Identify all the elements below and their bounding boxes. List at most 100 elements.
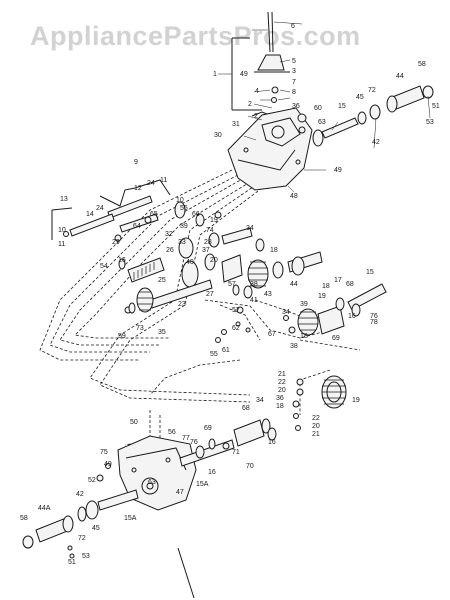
callout-label: 57 bbox=[232, 307, 240, 314]
callout-label: 21 bbox=[312, 431, 320, 438]
callout-label: 63 bbox=[148, 479, 156, 486]
callout-label: 28 bbox=[204, 239, 212, 246]
callout-label: 15A bbox=[196, 481, 209, 488]
callout-label: 29 bbox=[112, 239, 120, 246]
callout-label: 18 bbox=[270, 247, 278, 254]
callout-label: 22 bbox=[278, 379, 286, 386]
callout-label: 66 bbox=[192, 211, 200, 218]
upper-right-shaft-group bbox=[297, 85, 434, 147]
callout-label: 60 bbox=[314, 105, 322, 112]
callout-label: 45 bbox=[92, 525, 100, 532]
callout-label: 26 bbox=[166, 247, 174, 254]
callout-label: 32 bbox=[165, 231, 173, 238]
callout-label: 52 bbox=[88, 477, 96, 484]
callout-label: 7 bbox=[292, 79, 296, 86]
callout-label: 53 bbox=[426, 119, 434, 126]
callout-label: 14 bbox=[86, 211, 94, 218]
callout-label: 24 bbox=[147, 180, 155, 187]
callout-label: 53 bbox=[82, 553, 90, 560]
callout-label: 67 bbox=[268, 331, 276, 338]
callout-label: 68 bbox=[346, 281, 354, 288]
callout-label: 34 bbox=[282, 309, 290, 316]
callout-label: 33 bbox=[178, 239, 186, 246]
shift-lever-assembly bbox=[231, 11, 290, 117]
callout-label: 13 bbox=[60, 196, 68, 203]
callout-label: 56 bbox=[168, 429, 176, 436]
callout-label: 8 bbox=[292, 89, 296, 96]
callout-label: 21 bbox=[278, 371, 286, 378]
callout-label: 16 bbox=[118, 257, 126, 264]
callout-label: 27 bbox=[206, 291, 214, 298]
callout-label: 47 bbox=[176, 489, 184, 496]
callout-label: 10 bbox=[176, 197, 184, 204]
callout-label: 2 bbox=[254, 113, 258, 120]
callout-label: 4 bbox=[255, 88, 259, 95]
callout-labels: 1 2 3 4 5 6 7 8 49 58 44 72 45 51 53 42 … bbox=[20, 23, 440, 566]
callout-label: 49 bbox=[240, 71, 248, 78]
lower-mid-shaft bbox=[179, 418, 277, 467]
callout-label: 35 bbox=[158, 329, 166, 336]
callout-label: 40 bbox=[186, 259, 194, 266]
callout-label: 78 bbox=[370, 319, 378, 326]
callout-label: 58 bbox=[20, 515, 28, 522]
callout-label: 64 bbox=[133, 223, 141, 230]
callout-label: 73 bbox=[136, 325, 144, 332]
callout-label: 11 bbox=[160, 177, 167, 184]
callout-label: 74 bbox=[206, 227, 214, 234]
callout-label: 69 bbox=[204, 425, 212, 432]
callout-label: 19 bbox=[352, 397, 360, 404]
callout-label: 3 bbox=[292, 68, 296, 75]
callout-label: 49 bbox=[334, 167, 342, 174]
callout-label: 49 bbox=[104, 461, 112, 468]
callout-label: 18 bbox=[276, 403, 284, 410]
callout-label: 72 bbox=[368, 87, 376, 94]
callout-label: 5 bbox=[292, 58, 296, 65]
callout-label: 45 bbox=[356, 94, 364, 101]
callout-label: 11 bbox=[58, 241, 65, 248]
callout-label: 16 bbox=[208, 469, 216, 476]
callout-label: 54 bbox=[100, 263, 108, 270]
callout-label: 65 bbox=[150, 211, 158, 218]
callout-label: 36 bbox=[276, 395, 284, 402]
pointer-line bbox=[177, 547, 195, 599]
callout-label: 20 bbox=[278, 387, 286, 394]
callout-label: 44 bbox=[290, 281, 298, 288]
right-axle-group bbox=[215, 283, 387, 343]
leader-lines bbox=[218, 21, 431, 193]
callout-label: 42 bbox=[372, 139, 380, 146]
callout-label: 58 bbox=[418, 61, 426, 68]
callout-label: 19 bbox=[318, 293, 326, 300]
callout-label: 62 bbox=[232, 325, 240, 332]
callout-label: 61 bbox=[222, 347, 230, 354]
callout-label: 71 bbox=[232, 449, 240, 456]
callout-label: 43 bbox=[264, 291, 272, 298]
dashed-guide-lines bbox=[39, 169, 361, 446]
callout-label: 41 bbox=[250, 297, 258, 304]
shifter-fork-group bbox=[51, 179, 171, 242]
callout-label: 18 bbox=[322, 283, 330, 290]
callout-label: 24 bbox=[96, 205, 104, 212]
callout-label: 37 bbox=[202, 247, 210, 254]
callout-label: 39 bbox=[180, 223, 188, 230]
callout-label: 76 bbox=[370, 313, 378, 320]
callout-label: 55 bbox=[210, 351, 218, 358]
callout-label: 59 bbox=[118, 333, 126, 340]
callout-label: 34 bbox=[256, 397, 264, 404]
lower-left-axle bbox=[22, 463, 139, 559]
callout-label: 76 bbox=[190, 439, 198, 446]
callout-label: 69 bbox=[332, 335, 340, 342]
upper-housing-cover bbox=[227, 107, 313, 191]
callout-label: 30 bbox=[214, 132, 222, 139]
callout-label: 39 bbox=[300, 301, 308, 308]
mid-gear-cluster bbox=[118, 201, 323, 314]
callout-label: 1 bbox=[213, 71, 217, 78]
callout-label: 75 bbox=[100, 449, 108, 456]
callout-label: 9 bbox=[134, 159, 138, 166]
callout-label: 18 bbox=[300, 333, 308, 340]
callout-label: 44A bbox=[38, 505, 51, 512]
callout-label: 48 bbox=[290, 193, 298, 200]
callout-label: 16 bbox=[268, 439, 276, 446]
large-ring-gear bbox=[292, 375, 347, 431]
callout-label: 19 bbox=[210, 217, 218, 224]
